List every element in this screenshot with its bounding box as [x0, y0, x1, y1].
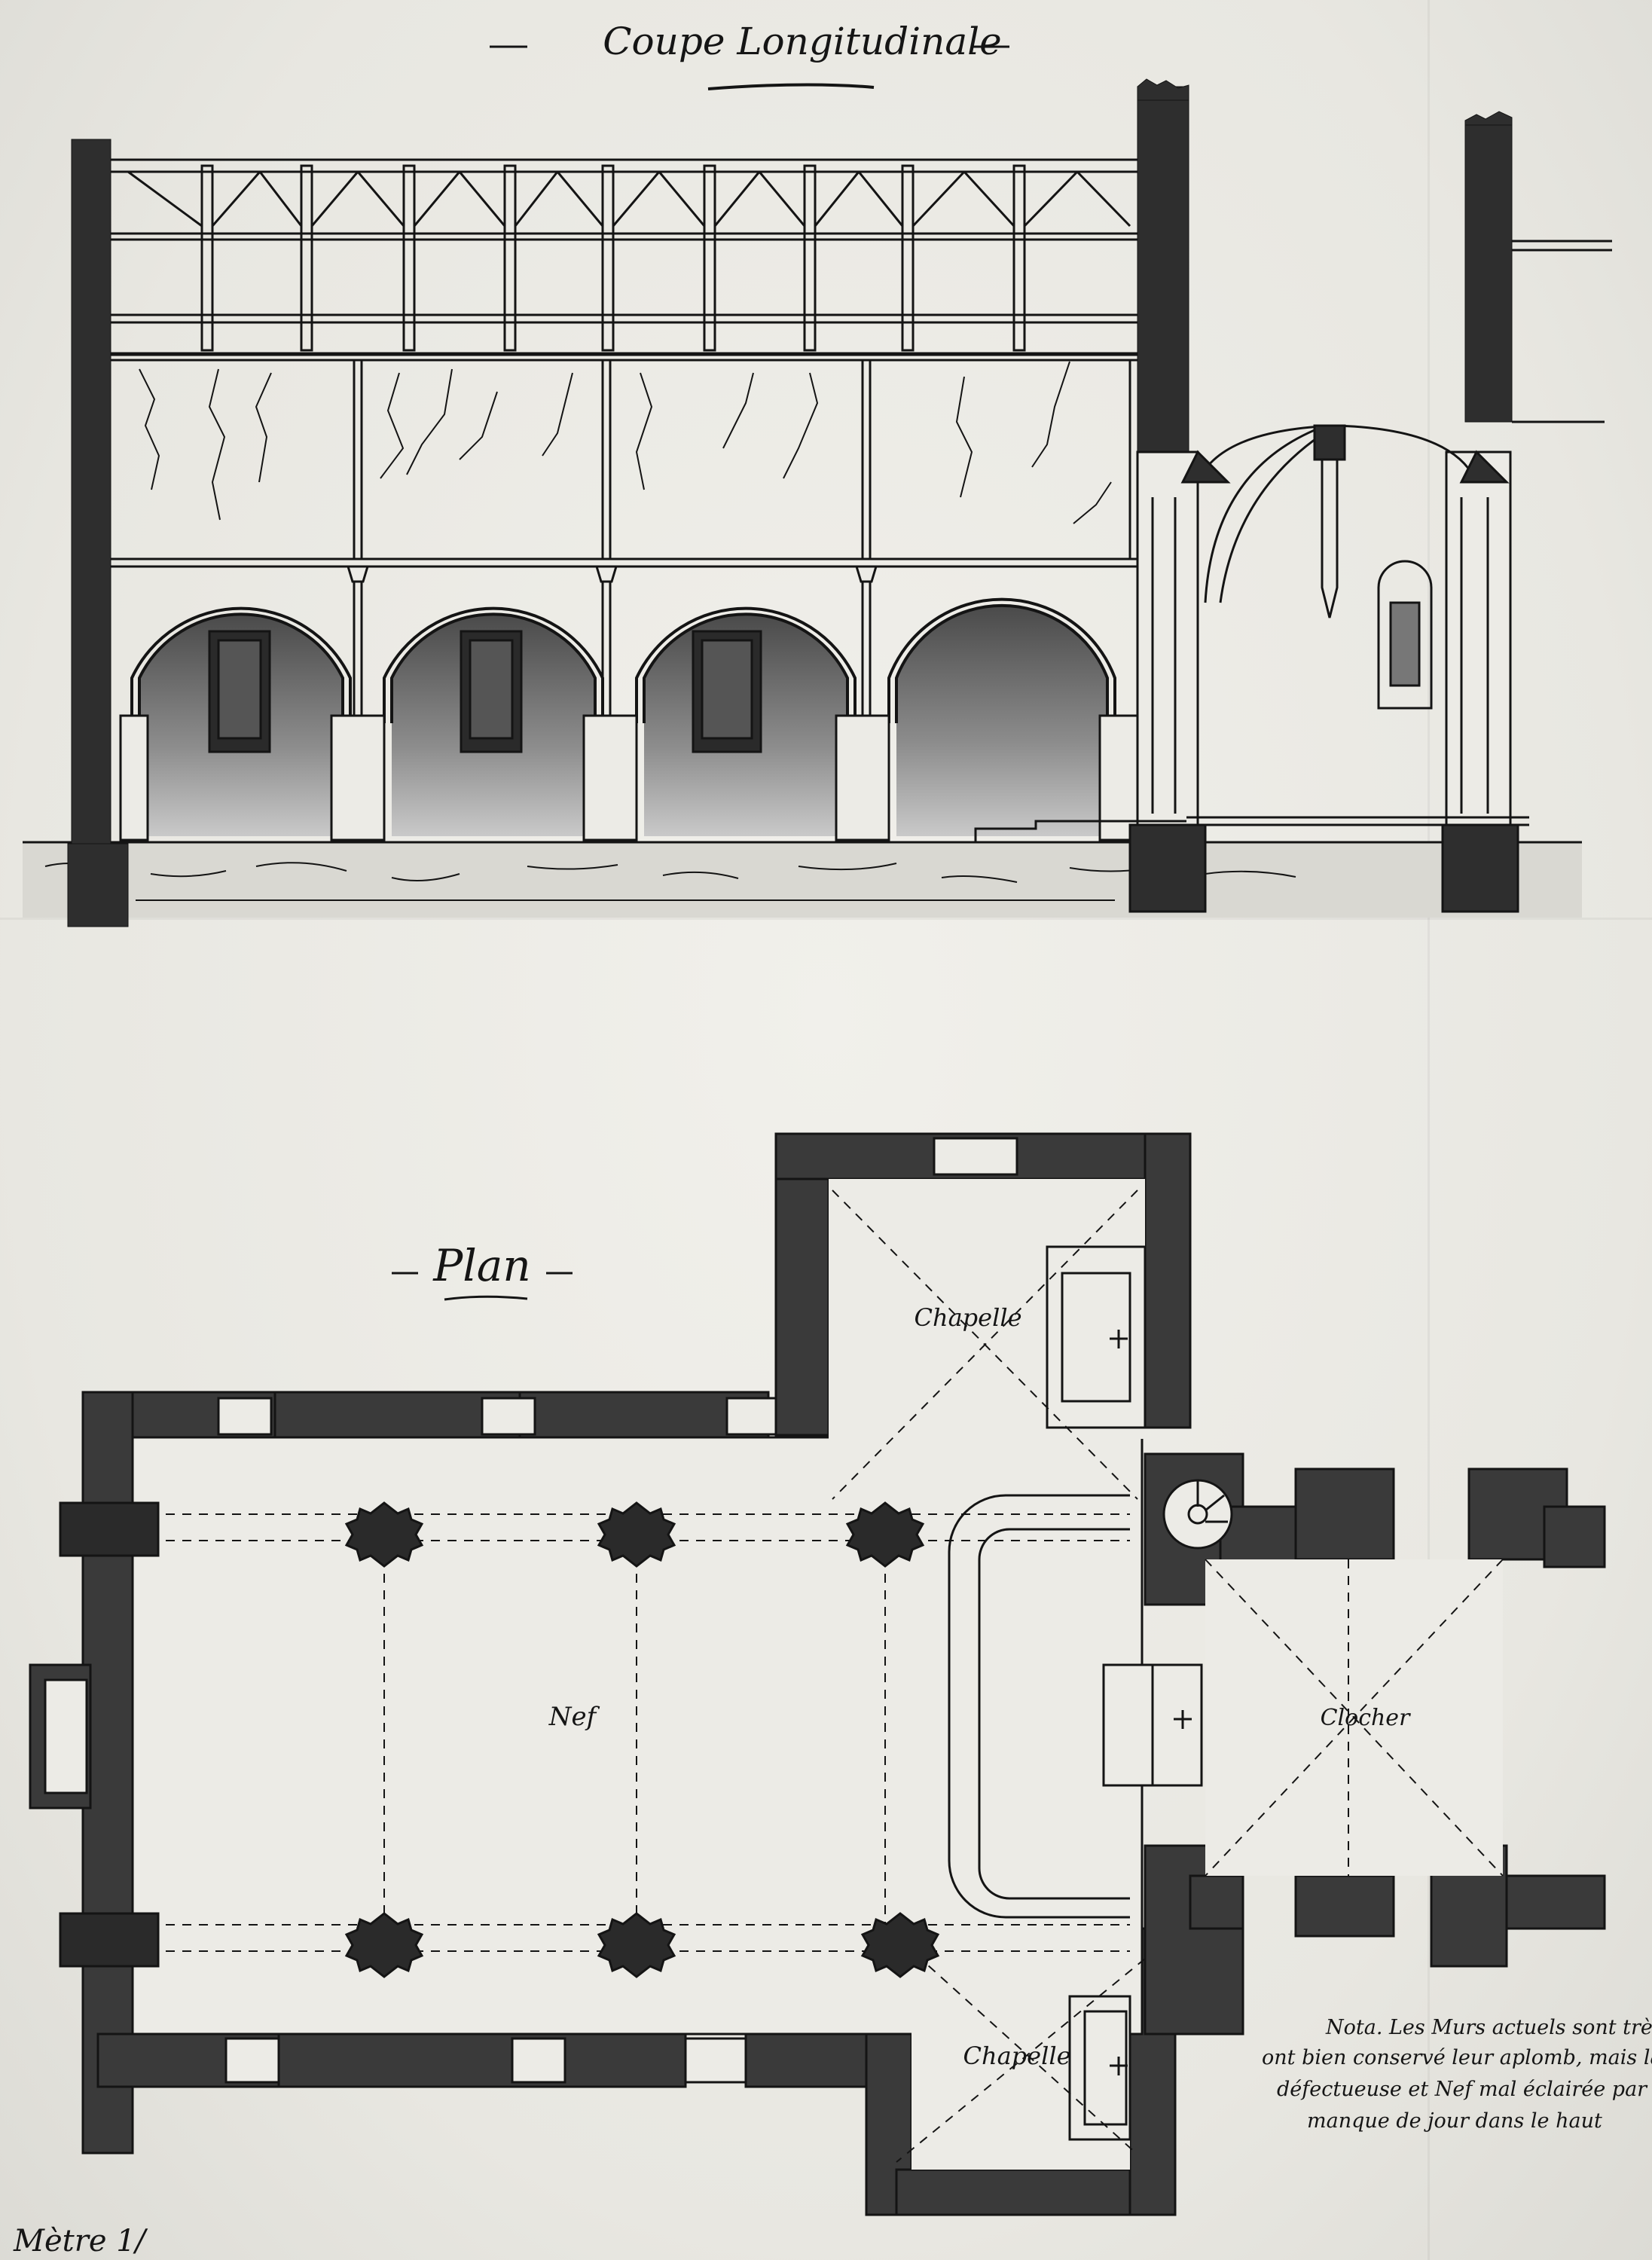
plan-title-group: Plan [392, 1240, 573, 1301]
floor-plan [29, 1132, 1606, 2216]
arcade-piers [119, 565, 1139, 841]
tower-altar-icon [1102, 1663, 1203, 1787]
stair-icon [1162, 1479, 1233, 1550]
tower-wall-east [1464, 120, 1513, 423]
wall-cracks [139, 361, 1112, 524]
north-chapel-window [933, 1137, 1018, 1176]
section-title-group: Coupe Longitudinale [490, 20, 1009, 90]
label-chapelle-north: Chapelle [915, 1303, 1022, 1332]
section-title: Coupe Longitudinale [603, 20, 1001, 63]
longitudinal-section [23, 78, 1612, 927]
roof-truss [111, 158, 1137, 356]
label-nef: Nef [548, 1702, 600, 1732]
scale-text: Mètre 1/ [13, 2224, 148, 2258]
plan-piers [59, 1501, 940, 1978]
plan-title: Plan [432, 1240, 531, 1291]
tower-wall-west [1137, 86, 1189, 468]
note-line-1: Nota. Les Murs actuels sont très [1325, 2016, 1652, 2039]
south-altar-icon [1068, 1995, 1131, 2141]
note-line-3: défectueuse et Nef mal éclairée par [1277, 2078, 1648, 2101]
north-altar-icon [1046, 1245, 1147, 1429]
arcade-windows [208, 630, 762, 753]
choir-step [948, 1494, 1130, 1919]
nave-windows [44, 1397, 781, 2084]
nave-shafts [353, 360, 1131, 559]
note-block: Nota. Les Murs actuels sont très ont bie… [1262, 2016, 1652, 2133]
note-line-4: manque de jour dans le haut [1307, 2109, 1602, 2133]
paper-crease [0, 918, 1652, 920]
note-line-2: ont bien conservé leur aplomb, mais la [1262, 2046, 1652, 2069]
label-chapelle-south: Chapelle [963, 2042, 1071, 2070]
paper-crease [1428, 0, 1430, 2260]
arcade-wash [139, 605, 1107, 836]
truss-posts [200, 164, 1026, 352]
plan-labels: Chapelle Nef Clocher Chapelle [548, 1303, 1411, 2070]
label-clocher: Clocher [1321, 1705, 1411, 1731]
ground-band [23, 842, 1582, 918]
west-wall-base [67, 843, 129, 927]
tower-vault [938, 424, 1529, 913]
tower-walls [1144, 1452, 1606, 2036]
west-wall [71, 139, 111, 893]
arcade-arches [130, 597, 1116, 723]
